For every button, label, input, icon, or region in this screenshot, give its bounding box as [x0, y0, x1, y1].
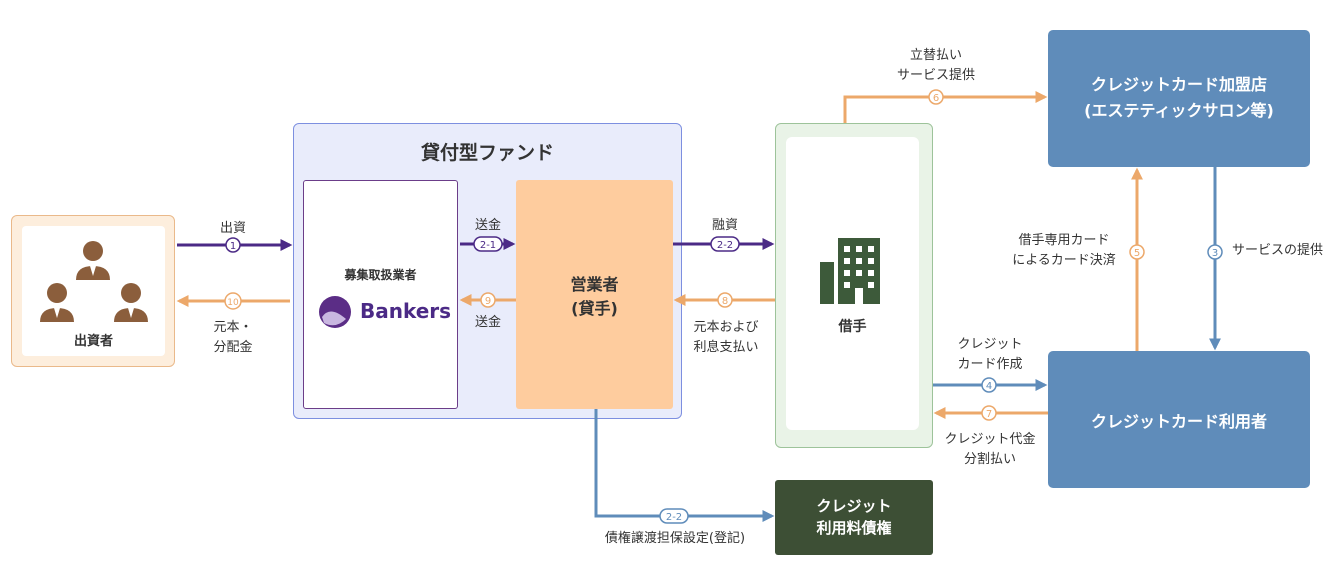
svg-text:5: 5	[1134, 248, 1140, 259]
label-10-line2: 分配金	[213, 340, 253, 355]
label-1: 出資	[219, 221, 246, 236]
card-user-box	[1048, 351, 1310, 488]
merchant-label: クレジットカード加盟店 (エステティックサロン等)	[1048, 72, 1310, 124]
svg-text:10: 10	[227, 298, 239, 308]
label-9: 送金	[474, 315, 501, 330]
operator-label: 営業者 (貸手)	[516, 273, 673, 321]
label-7: クレジット代金 分割払い	[930, 430, 1050, 470]
label-5-line1: 借手専用カード	[1018, 233, 1110, 248]
svg-text:2-2: 2-2	[666, 512, 682, 523]
label-5: 借手専用カード によるカード決済	[1000, 231, 1128, 271]
fund-title: 貸付型ファンド	[420, 142, 554, 164]
svg-text:9: 9	[485, 296, 491, 307]
claim-label-line1: クレジット	[816, 497, 892, 515]
label-2-2: 融資	[711, 218, 738, 233]
claim-box	[775, 480, 933, 555]
broker-label: 募集取扱業者	[344, 268, 417, 282]
label-3: サービスの提供	[1232, 243, 1324, 258]
operator-label-line2: (貸手)	[571, 299, 618, 318]
label-4-line1: クレジット	[957, 337, 1023, 352]
operator-label-line1: 営業者	[570, 275, 619, 294]
label-10-line1: 元本・	[213, 320, 253, 335]
svg-text:8: 8	[722, 296, 728, 307]
badge-5: 5	[1129, 244, 1145, 260]
card-user-label: クレジットカード利用者	[1090, 412, 1267, 431]
operator-box	[516, 180, 673, 409]
label-6-line1: 立替払い	[909, 48, 962, 63]
claim-label-line2: 利用料債権	[816, 519, 892, 537]
investors-icon	[40, 241, 148, 322]
arrow-2-2-claim	[594, 409, 775, 522]
badge-9: 9	[480, 292, 496, 308]
badge-10: 10	[224, 292, 242, 310]
svg-text:6: 6	[933, 93, 939, 104]
label-6: 立替払い サービス提供	[880, 46, 992, 86]
label-6-line2: サービス提供	[896, 68, 975, 83]
label-2-1: 送金	[474, 218, 501, 233]
badge-2-2: 2-2	[710, 236, 740, 252]
badge-4: 4	[981, 377, 997, 393]
bankers-logo-text: Bankers	[360, 299, 452, 323]
badge-2-2-claim: 2-2	[659, 508, 689, 524]
investor-label: 出資者	[73, 334, 113, 349]
badge-1: 1	[225, 237, 241, 253]
bankers-logo-icon	[319, 296, 351, 328]
merchant-label-line2: (エステティックサロン等)	[1084, 101, 1274, 120]
svg-text:2-2: 2-2	[717, 240, 733, 251]
arrow-6	[843, 91, 1048, 123]
label-7-line2: 分割払い	[963, 452, 1016, 467]
svg-text:2-1: 2-1	[480, 240, 496, 251]
badge-8: 8	[717, 292, 733, 308]
claim-label: クレジット 利用料債権	[775, 495, 933, 539]
svg-text:3: 3	[1212, 248, 1218, 259]
bankers-logo: Bankers	[318, 295, 452, 329]
svg-text:7: 7	[986, 409, 992, 420]
badge-6: 6	[928, 89, 944, 105]
label-5-line2: によるカード決済	[1012, 253, 1116, 268]
svg-text:4: 4	[986, 381, 992, 392]
label-4: クレジット カード作成	[944, 335, 1036, 375]
badge-3: 3	[1207, 244, 1223, 260]
merchant-box	[1048, 30, 1310, 167]
label-2-2-claim: 債権譲渡担保設定(登記)	[604, 531, 746, 546]
broker-box	[303, 180, 458, 409]
badge-2-1: 2-1	[473, 236, 503, 252]
svg-text:1: 1	[230, 241, 236, 252]
label-4-line2: カード作成	[957, 357, 1023, 372]
label-10: 元本・ 分配金	[193, 318, 273, 358]
borrower-label: 借手	[838, 319, 867, 335]
label-8: 元本および 利息支払い	[680, 318, 772, 358]
building-icon	[820, 238, 880, 304]
label-7-line1: クレジット代金	[944, 432, 1036, 447]
label-8-line2: 利息支払い	[693, 340, 759, 355]
merchant-label-line1: クレジットカード加盟店	[1090, 75, 1267, 94]
badge-7: 7	[981, 405, 997, 421]
label-8-line1: 元本および	[693, 320, 759, 335]
